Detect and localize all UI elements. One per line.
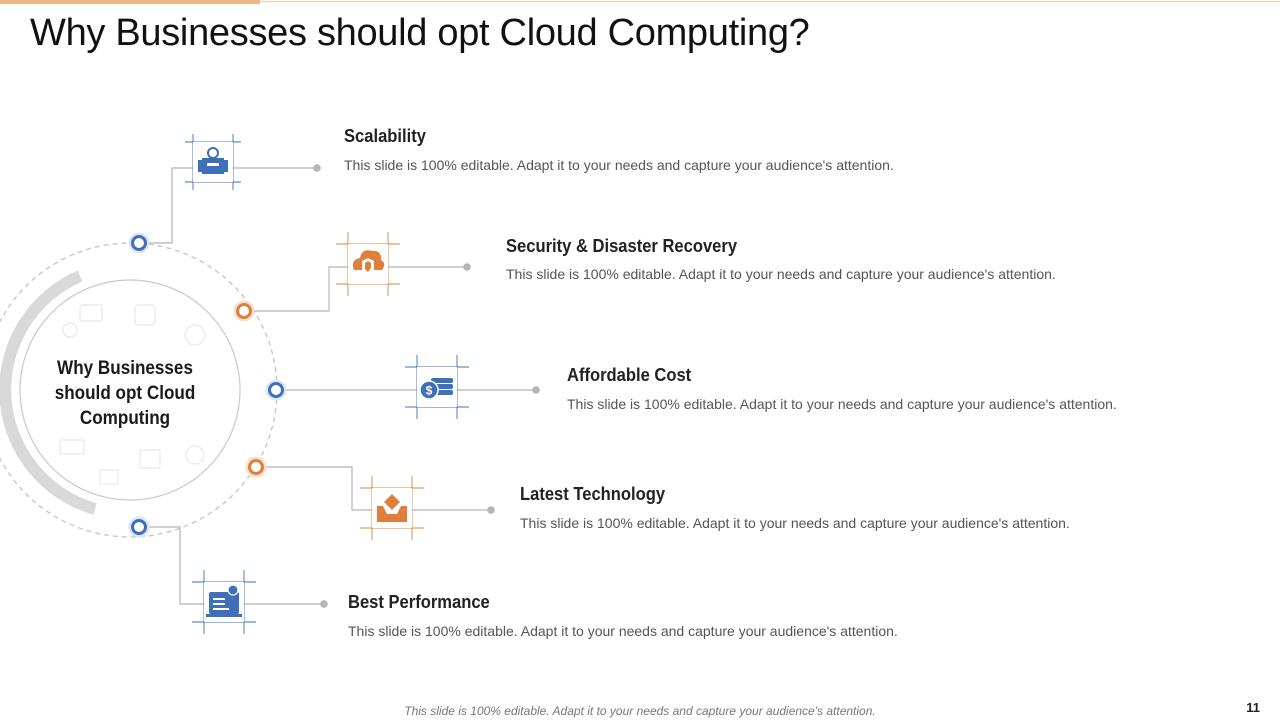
item-desc-performance: This slide is 100% editable. Adapt it to… [348, 623, 898, 639]
item-title-security: Security & Disaster Recovery [506, 236, 738, 256]
ring-node-1 [128, 232, 150, 254]
connector-scalability [139, 167, 317, 244]
cloud-shield-icon [336, 232, 400, 296]
end-dot [532, 386, 540, 394]
connector-technology [256, 466, 491, 511]
item-title-scalability: Scalability [344, 126, 426, 146]
svg-text:$: $ [426, 384, 433, 398]
ring-node-4 [245, 456, 267, 478]
tray-upload-icon [360, 476, 424, 540]
slide-title: Why Businesses should opt Cloud Computin… [30, 12, 810, 54]
item-title-technology: Latest Technology [520, 484, 666, 504]
server-bot-icon [185, 134, 241, 190]
title-accent-bar [0, 0, 260, 4]
item-desc-technology: This slide is 100% editable. Adapt it to… [520, 515, 1070, 531]
item-desc-scalability: This slide is 100% editable. Adapt it to… [344, 157, 894, 173]
footer-note: This slide is 100% editable. Adapt it to… [404, 704, 876, 718]
coin-stack-icon: $ [405, 355, 469, 419]
end-dot [487, 506, 495, 514]
title-rule [260, 1, 1280, 2]
item-desc-cost: This slide is 100% editable. Adapt it to… [567, 396, 1117, 412]
ring-node-5 [128, 516, 150, 538]
end-dot [463, 263, 471, 271]
item-title-cost: Affordable Cost [567, 365, 692, 385]
item-title-performance: Best Performance [348, 592, 490, 612]
hub-watermark-icons [59, 304, 206, 485]
item-desc-security: This slide is 100% editable. Adapt it to… [506, 266, 1056, 282]
hub-arc [0, 270, 97, 515]
end-dot [313, 164, 321, 172]
monitor-badge-icon [192, 570, 256, 634]
ring-node-2 [233, 300, 255, 322]
hub-label: Why Businesses should opt Cloud Computin… [54, 358, 196, 429]
end-dots [313, 164, 540, 608]
ring-node-3 [265, 379, 287, 401]
end-dot [320, 600, 328, 608]
page-number: 11 [1246, 700, 1260, 715]
connector-performance [139, 526, 324, 605]
connector-security [244, 266, 467, 312]
